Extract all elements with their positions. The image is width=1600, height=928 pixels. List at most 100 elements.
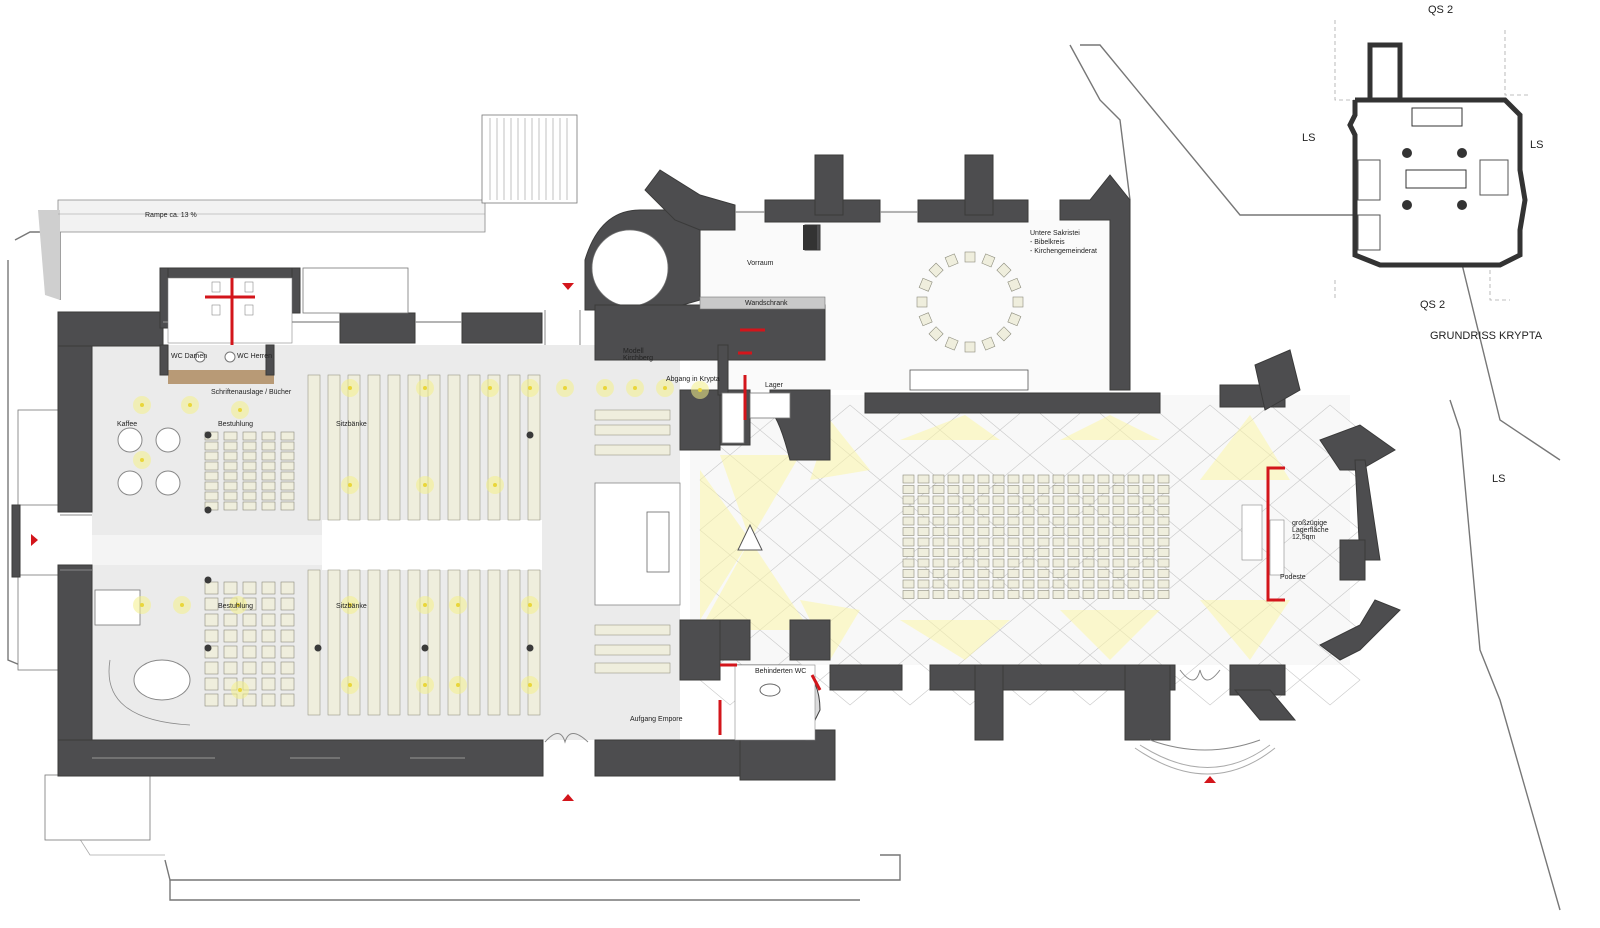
sacristy-chair: [964, 251, 976, 263]
chancel-chair: [1097, 558, 1110, 568]
chancel-chair: [1037, 495, 1050, 505]
pew: [367, 569, 381, 716]
sacristy-chair: [944, 253, 959, 268]
chair: [261, 613, 276, 627]
chancel-chair: [962, 537, 975, 547]
label-schriften: Schriftenauslage / Bücher: [211, 389, 292, 396]
chancel-chair: [1007, 548, 1020, 557]
light-fixture: [528, 683, 532, 687]
chancel-chair: [1082, 527, 1095, 536]
chancel-chair: [1112, 537, 1125, 547]
chancel-chair: [1112, 590, 1125, 599]
chair: [280, 431, 295, 441]
chancel-chair: [1157, 506, 1170, 515]
chair: [280, 501, 295, 511]
sacristy-chair: [918, 277, 933, 292]
chancel-chair: [917, 579, 930, 589]
chancel-chair: [917, 569, 930, 578]
light-fixture: [140, 458, 144, 462]
light-fixture: [423, 603, 427, 607]
chancel-chair: [1157, 495, 1170, 505]
light-fixture: [348, 483, 352, 487]
pew: [427, 569, 441, 716]
chancel-chair: [1007, 590, 1020, 599]
doors: [60, 310, 1276, 775]
light-fixture: [456, 683, 460, 687]
chair: [280, 677, 295, 691]
chancel-chair: [1007, 579, 1020, 589]
chancel-chair: [1037, 506, 1050, 515]
chancel-chair: [992, 558, 1005, 568]
chancel-chair: [932, 548, 945, 557]
sacristy-chair: [916, 296, 928, 308]
label-rampe: Rampe ca. 13 %: [145, 212, 197, 219]
chancel-chair: [1052, 506, 1065, 515]
chancel-chair: [1097, 474, 1110, 484]
chancel-chair: [1082, 579, 1095, 589]
chair: [261, 431, 276, 441]
label-wc-damen: WC Damen: [171, 353, 208, 360]
pew: [507, 569, 521, 716]
chancel-chair: [932, 506, 945, 515]
label-lager: Lager: [765, 382, 783, 389]
chancel-chair: [1067, 516, 1080, 526]
stair-left-exterior: [17, 409, 151, 841]
chair: [223, 441, 238, 451]
chairs: [204, 431, 295, 707]
chancel-chair: [1067, 495, 1080, 505]
chancel-chair: [1052, 569, 1065, 578]
chancel-chair: [1097, 548, 1110, 557]
chancel-chair: [1037, 537, 1050, 547]
chair: [280, 451, 295, 461]
chair: [223, 645, 238, 659]
chancel-chair: [1082, 569, 1095, 578]
chair: [223, 581, 238, 595]
chair: [204, 661, 219, 675]
chancel-chair: [1037, 516, 1050, 526]
chancel-chair: [932, 537, 945, 547]
chancel-chair: [917, 548, 930, 557]
sacristy-chair: [981, 336, 996, 351]
light-fixture: [603, 386, 607, 390]
chancel-chair: [1067, 558, 1080, 568]
pew: [447, 374, 461, 521]
chancel-chair: [902, 590, 915, 599]
sacristy-bench: [803, 225, 1029, 391]
chancel-chair: [1142, 485, 1155, 494]
chair: [242, 661, 257, 675]
chancel-chair: [917, 590, 930, 599]
label-qs-bottom: QS 2: [1420, 299, 1446, 311]
chancel-chair: [1052, 485, 1065, 494]
pew: [527, 374, 541, 521]
chair: [280, 581, 295, 595]
label-sitzbaenke-bottom: Sitzbänke: [336, 603, 367, 610]
chancel-chair: [917, 527, 930, 536]
pew: [307, 374, 321, 521]
label-abgang: Abgang in Krypta: [666, 376, 720, 383]
chancel-chair: [977, 485, 990, 494]
chancel-chair: [1112, 527, 1125, 536]
chancel-chair: [1067, 537, 1080, 547]
chancel-chair: [1142, 506, 1155, 515]
label-wc-herren: WC Herren: [237, 353, 273, 360]
chancel-chair: [947, 485, 960, 494]
chancel-chair: [1157, 516, 1170, 526]
label-ls-far: LS: [1492, 473, 1506, 485]
chancel-chair: [1142, 590, 1155, 599]
chancel-chair: [1142, 527, 1155, 536]
chancel-chair: [992, 506, 1005, 515]
chancel-chair: [962, 485, 975, 494]
light-fixture: [140, 403, 144, 407]
chancel-chair: [902, 474, 915, 484]
chancel-chair: [1127, 558, 1140, 568]
chancel-chair: [1157, 527, 1170, 536]
chancel-chair: [1052, 537, 1065, 547]
light-fixture: [456, 603, 460, 607]
chancel-chair: [902, 495, 915, 505]
chancel-chair: [947, 590, 960, 599]
chancel-chair: [977, 558, 990, 568]
chancel-chair: [1157, 485, 1170, 494]
chancel-chair: [1112, 558, 1125, 568]
altar-area: [594, 482, 763, 606]
chancel-chair: [992, 516, 1005, 526]
